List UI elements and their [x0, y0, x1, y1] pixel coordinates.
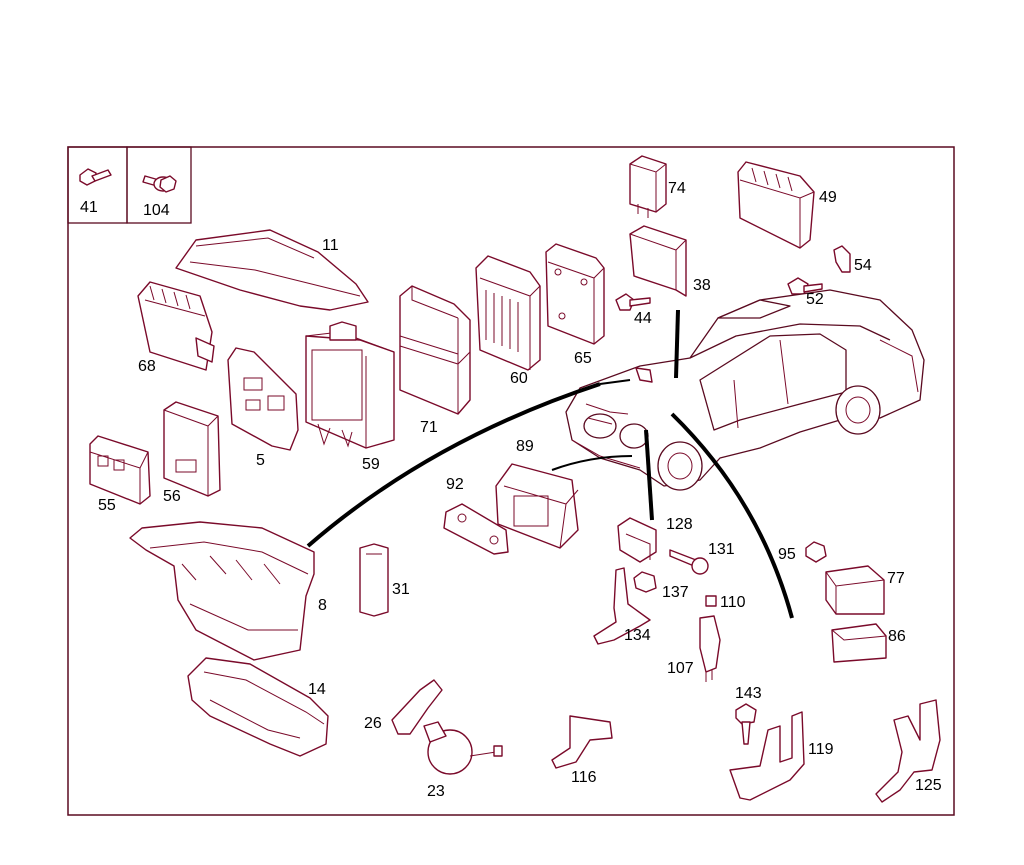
part-56-control-module	[163, 401, 221, 497]
label-107: 107	[667, 660, 694, 677]
car-illustration	[565, 289, 925, 491]
label-104: 104	[143, 202, 170, 219]
part-49-module	[737, 161, 815, 249]
label-74: 74	[668, 180, 686, 197]
part-68-control-unit	[137, 281, 215, 371]
label-116: 116	[571, 769, 597, 786]
part-107-sensor	[699, 615, 721, 682]
part-110-plug	[705, 595, 717, 607]
part-92-bracket	[443, 503, 509, 555]
part-38-socket	[629, 225, 687, 297]
label-59: 59	[362, 456, 380, 473]
arrow-8-to-car	[306, 382, 601, 548]
arrow-89-to-car	[551, 455, 633, 471]
part-131-screw	[669, 549, 709, 575]
label-119: 119	[808, 741, 834, 758]
label-5: 5	[256, 452, 265, 469]
part-143-bolt	[735, 703, 757, 745]
part-128-sensor	[617, 517, 657, 563]
legend-box-104	[126, 146, 192, 224]
label-26: 26	[364, 715, 382, 732]
flange-bolt-icon	[142, 175, 177, 193]
label-54: 54	[854, 257, 872, 274]
part-77-module	[825, 565, 885, 615]
part-14-lower-housing	[187, 657, 329, 757]
part-74-relay	[629, 155, 667, 218]
part-31-cover	[359, 543, 389, 617]
label-65: 65	[574, 350, 592, 367]
part-11-cover	[175, 229, 369, 311]
label-92: 92	[446, 476, 464, 493]
label-38: 38	[693, 277, 711, 294]
part-71-module	[399, 285, 471, 415]
label-44: 44	[634, 310, 652, 327]
part-119-bracket	[729, 711, 805, 801]
part-95-nut	[805, 541, 827, 563]
label-143: 143	[735, 685, 762, 702]
part-134-bracket	[593, 567, 651, 645]
label-134: 134	[624, 627, 651, 644]
part-52-screw	[787, 277, 823, 295]
part-65-unit	[545, 243, 605, 345]
label-131: 131	[708, 541, 735, 558]
part-44-screw	[615, 293, 651, 311]
label-41: 41	[80, 199, 98, 216]
label-31: 31	[392, 581, 410, 598]
part-116-bracket	[551, 715, 613, 769]
diagram-frame	[67, 146, 955, 816]
arrow-38-to-car	[674, 309, 680, 379]
label-14: 14	[308, 681, 326, 698]
bolt-icon	[79, 168, 112, 186]
label-137: 137	[662, 584, 689, 601]
label-52: 52	[806, 291, 824, 308]
label-11: 11	[322, 237, 339, 254]
part-55-relay-box	[89, 435, 151, 505]
part-89-module	[495, 463, 579, 549]
part-137-nut	[633, 571, 657, 593]
part-8-housing	[129, 521, 315, 661]
label-56: 56	[163, 488, 181, 505]
label-95: 95	[778, 546, 796, 563]
label-77: 77	[887, 570, 905, 587]
label-23: 23	[427, 783, 445, 800]
label-71: 71	[420, 419, 438, 436]
arrow-8-tip	[599, 379, 631, 385]
label-60: 60	[510, 370, 528, 387]
label-55: 55	[98, 497, 116, 514]
part-59-module	[305, 321, 395, 449]
part-125-bracket	[875, 699, 941, 803]
arrow-128-to-car	[644, 429, 654, 521]
part-5-bracket	[227, 347, 299, 451]
label-89: 89	[516, 438, 534, 455]
part-26-elbow	[391, 679, 443, 735]
label-86: 86	[888, 628, 906, 645]
label-128: 128	[666, 516, 693, 533]
part-86-module	[831, 623, 887, 663]
part-23-pump	[423, 721, 503, 775]
label-110: 110	[720, 594, 746, 611]
label-8: 8	[318, 597, 327, 614]
label-49: 49	[819, 189, 837, 206]
label-125: 125	[915, 777, 942, 794]
part-60-unit	[475, 255, 541, 371]
arrow-77-to-car	[670, 412, 794, 619]
label-68: 68	[138, 358, 156, 375]
part-54-clip	[833, 245, 851, 273]
